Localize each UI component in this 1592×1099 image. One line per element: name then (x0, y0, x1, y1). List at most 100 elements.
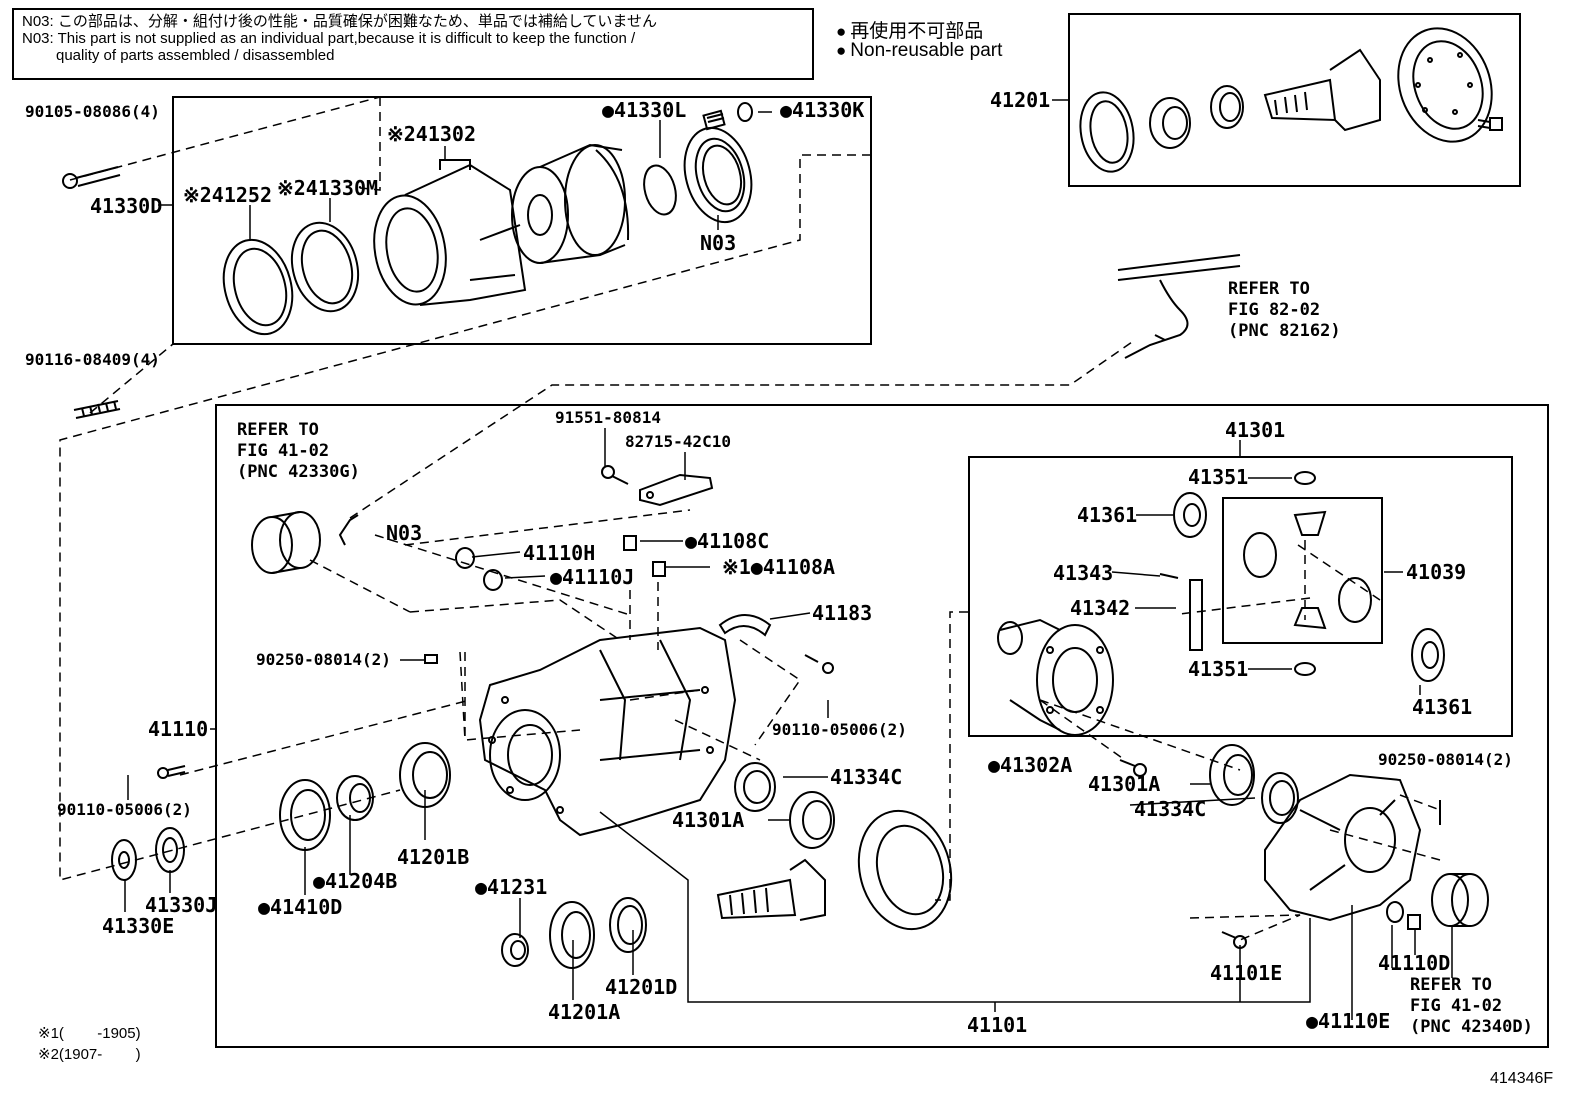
frame-main-assembly (215, 404, 1549, 1048)
label-82715-42C10[interactable]: 82715-42C10 (625, 432, 731, 451)
washer-41361-b-icon (1411, 628, 1445, 682)
refer-fig-41-02-42330G[interactable]: REFER TO FIG 41-02 (PNC 42330G) (237, 420, 360, 482)
stud-90116-icon (73, 400, 121, 419)
bolt-41302A-icon (1119, 759, 1147, 777)
washer-41351-a-icon (1294, 471, 1316, 485)
plug-41108A-icon (652, 561, 666, 577)
refer-fig-41-02-42340D[interactable]: REFER TO FIG 41-02 (PNC 42340D) (1410, 975, 1533, 1037)
label-41101E[interactable]: 41101E (1210, 961, 1283, 985)
label-41101[interactable]: 41101 (967, 1013, 1028, 1037)
label-41110J[interactable]: ●41110J (550, 565, 635, 589)
legend-english: ●Non-reusable part (836, 40, 1002, 62)
label-91551-80814[interactable]: 91551-80814 (555, 408, 661, 427)
plug-41330K-icon (702, 109, 726, 131)
label-N03-top[interactable]: N03 (700, 231, 737, 255)
label-41110D[interactable]: 41110D (1378, 951, 1451, 975)
pin-90250-a-icon (424, 654, 438, 664)
cover-41101-icon (1264, 773, 1422, 922)
side-gear-icon (1243, 532, 1372, 623)
nut-41201-icon (1149, 97, 1191, 149)
label-41301[interactable]: 41301 (1225, 418, 1286, 442)
washer-41330J-icon (155, 827, 185, 873)
hose-N03-icon (338, 514, 359, 546)
label-90110-05006-right[interactable]: 90110-05006(2) (772, 720, 907, 739)
nut-41204B-icon (336, 775, 374, 821)
seal-42330G-icon (251, 511, 321, 574)
label-41330K[interactable]: ●41330K (780, 98, 865, 122)
label-41110[interactable]: 41110 (148, 717, 209, 741)
label-41330D[interactable]: 41330D (90, 194, 163, 218)
label-90110-05006-left[interactable]: 90110-05006(2) (57, 800, 192, 819)
label-41302A[interactable]: ●41302A (988, 753, 1073, 777)
ring-41334C-a-icon (734, 762, 776, 812)
ring-41110E-icon (1386, 901, 1404, 923)
label-41204B[interactable]: ●41204B (313, 869, 398, 893)
label-41201D[interactable]: 41201D (605, 975, 678, 999)
label-41330M[interactable]: ※241330M (277, 176, 379, 200)
bearing-41301A-a-icon (789, 791, 835, 849)
bracket-41101 (599, 811, 1311, 1003)
label-41301A-right[interactable]: 41301A (1088, 772, 1161, 796)
washer-41361-a-icon (1173, 492, 1207, 538)
pin-41343-icon (1159, 573, 1179, 579)
label-41351-top[interactable]: 41351 (1188, 465, 1249, 489)
label-41108A[interactable]: ※1●41108A (722, 555, 836, 579)
frame-41039-gears (1222, 497, 1383, 644)
ring-41334C-b-icon (1261, 772, 1299, 824)
ring-gear-41201-icon (1397, 27, 1493, 143)
label-41201B[interactable]: 41201B (397, 845, 470, 869)
bolt-90105-icon (62, 166, 121, 189)
label-41343[interactable]: 41343 (1053, 561, 1114, 585)
legend-dot-icon: ● (836, 41, 847, 60)
bearing-41201-icon (1210, 85, 1244, 129)
ring-gear-icon (857, 809, 953, 931)
label-41183[interactable]: 41183 (812, 601, 873, 625)
notice-japanese: N03: この部品は、分解・組付け後の性能・品質確保が困難なため、単品では補給し… (22, 13, 657, 30)
bolt-90110-icon (804, 654, 834, 674)
legend-dot-icon: ● (836, 22, 847, 41)
label-90105-08086[interactable]: 90105-08086(4) (25, 102, 160, 121)
footnote-2: ※2(1907- ) (38, 1046, 141, 1063)
label-41201A[interactable]: 41201A (548, 1000, 621, 1024)
legend-japanese: ●再使用不可部品 (836, 16, 983, 43)
label-41351-bottom[interactable]: 41351 (1188, 657, 1249, 681)
label-41231[interactable]: ●41231 (475, 875, 548, 899)
label-41110H[interactable]: 41110H (523, 541, 596, 565)
bolt-41201-icon (1477, 117, 1503, 131)
label-41330J[interactable]: 41330J (145, 893, 218, 917)
label-41302[interactable]: ※241302 (387, 122, 477, 146)
plug-41108C-icon (623, 535, 637, 551)
label-41330E[interactable]: 41330E (102, 914, 175, 938)
harness-icon (1117, 254, 1241, 359)
label-41039[interactable]: 41039 (1406, 560, 1467, 584)
label-41342[interactable]: 41342 (1070, 596, 1131, 620)
label-41110E[interactable]: ●41110E (1306, 1009, 1391, 1033)
label-41334C-left[interactable]: 41334C (830, 765, 903, 789)
refer-fig-82-02[interactable]: REFER TO FIG 82-02 (PNC 82162) (1228, 279, 1341, 341)
label-41301A-left[interactable]: 41301A (672, 808, 745, 832)
oring-41330K-icon (737, 102, 753, 122)
bolt-91551-icon (601, 465, 629, 485)
label-41252[interactable]: ※241252 (183, 183, 273, 207)
label-41361-left[interactable]: 41361 (1077, 503, 1138, 527)
housing-41302-icon (373, 159, 527, 306)
diff-case-41301-icon (997, 618, 1114, 736)
label-41330L[interactable]: ●41330L (602, 98, 687, 122)
label-90116-08409[interactable]: 90116-08409(4) (25, 350, 160, 369)
seal-N03-top-icon (683, 126, 753, 224)
bearing-41231-icon (501, 933, 529, 967)
notice-box: N03: この部品は、分解・組付け後の性能・品質確保が困難なため、単品では補給し… (12, 8, 814, 80)
label-41410D[interactable]: ●41410D (258, 895, 343, 919)
figure-number: 414346F (1490, 1070, 1554, 1087)
carrier-housing-41110-icon (478, 626, 737, 837)
seal-41410D-icon (279, 779, 331, 851)
label-41334C-right[interactable]: 41334C (1134, 797, 1207, 821)
label-90250-08014-right[interactable]: 90250-08014(2) (1378, 750, 1513, 769)
label-41361-right[interactable]: 41361 (1412, 695, 1473, 719)
label-90250-08014-left[interactable]: 90250-08014(2) (256, 650, 391, 669)
label-N03-hose[interactable]: N03 (386, 521, 423, 545)
frame-41201-kit (1068, 13, 1521, 187)
label-41108C[interactable]: ●41108C (685, 529, 770, 553)
label-41201[interactable]: 41201 (990, 88, 1051, 112)
